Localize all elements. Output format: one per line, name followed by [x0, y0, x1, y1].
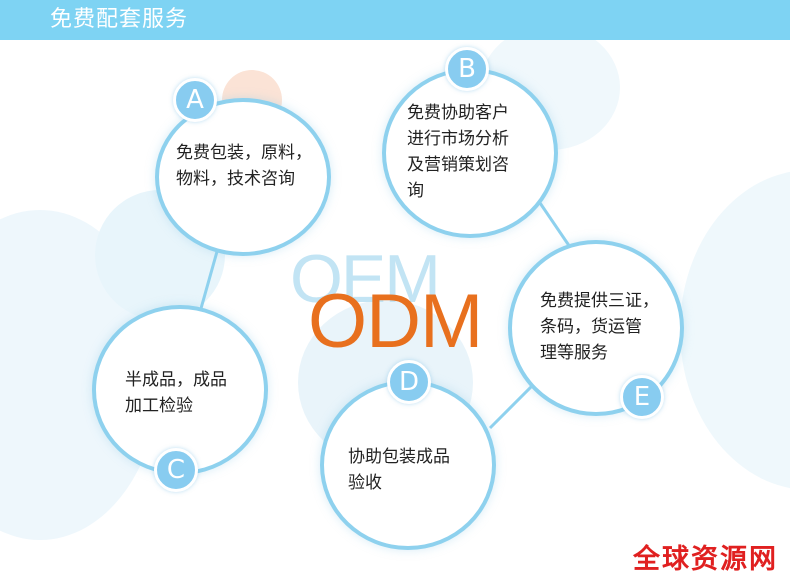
service-circle-a: [155, 98, 331, 256]
oem-logo-text: OEM: [290, 241, 441, 317]
service-text-a: 免费包装，原料， 物料，技术咨询: [176, 143, 312, 189]
service-text-c: 半成品，成品 加工检验: [125, 370, 227, 416]
service-circle-e: [508, 240, 684, 416]
badge-e: E: [620, 375, 664, 419]
connector-b-e: [536, 199, 574, 251]
service-circle-d: [320, 380, 496, 550]
service-text-d: 协助包装成品 验收: [348, 447, 450, 493]
badge-c: C: [154, 448, 198, 492]
service-text-e: 免费提供三证， 条码，货运管 理等服务: [540, 291, 659, 363]
odm-logo-text: ODM: [308, 279, 483, 364]
service-text-b: 免费协助客户 进行市场分析 及营销策划咨 询: [407, 103, 509, 201]
badge-b: B: [445, 47, 489, 91]
connector-e-d: [488, 378, 540, 430]
badge-d: D: [387, 360, 431, 404]
watermark-text: 全球资源网: [633, 544, 778, 575]
page-title: 免费配套服务: [50, 7, 189, 32]
connector-a-c: [198, 247, 220, 313]
header-banner: 免费配套服务: [0, 0, 790, 40]
service-circle-b: [382, 68, 558, 238]
badge-a: A: [173, 78, 217, 122]
